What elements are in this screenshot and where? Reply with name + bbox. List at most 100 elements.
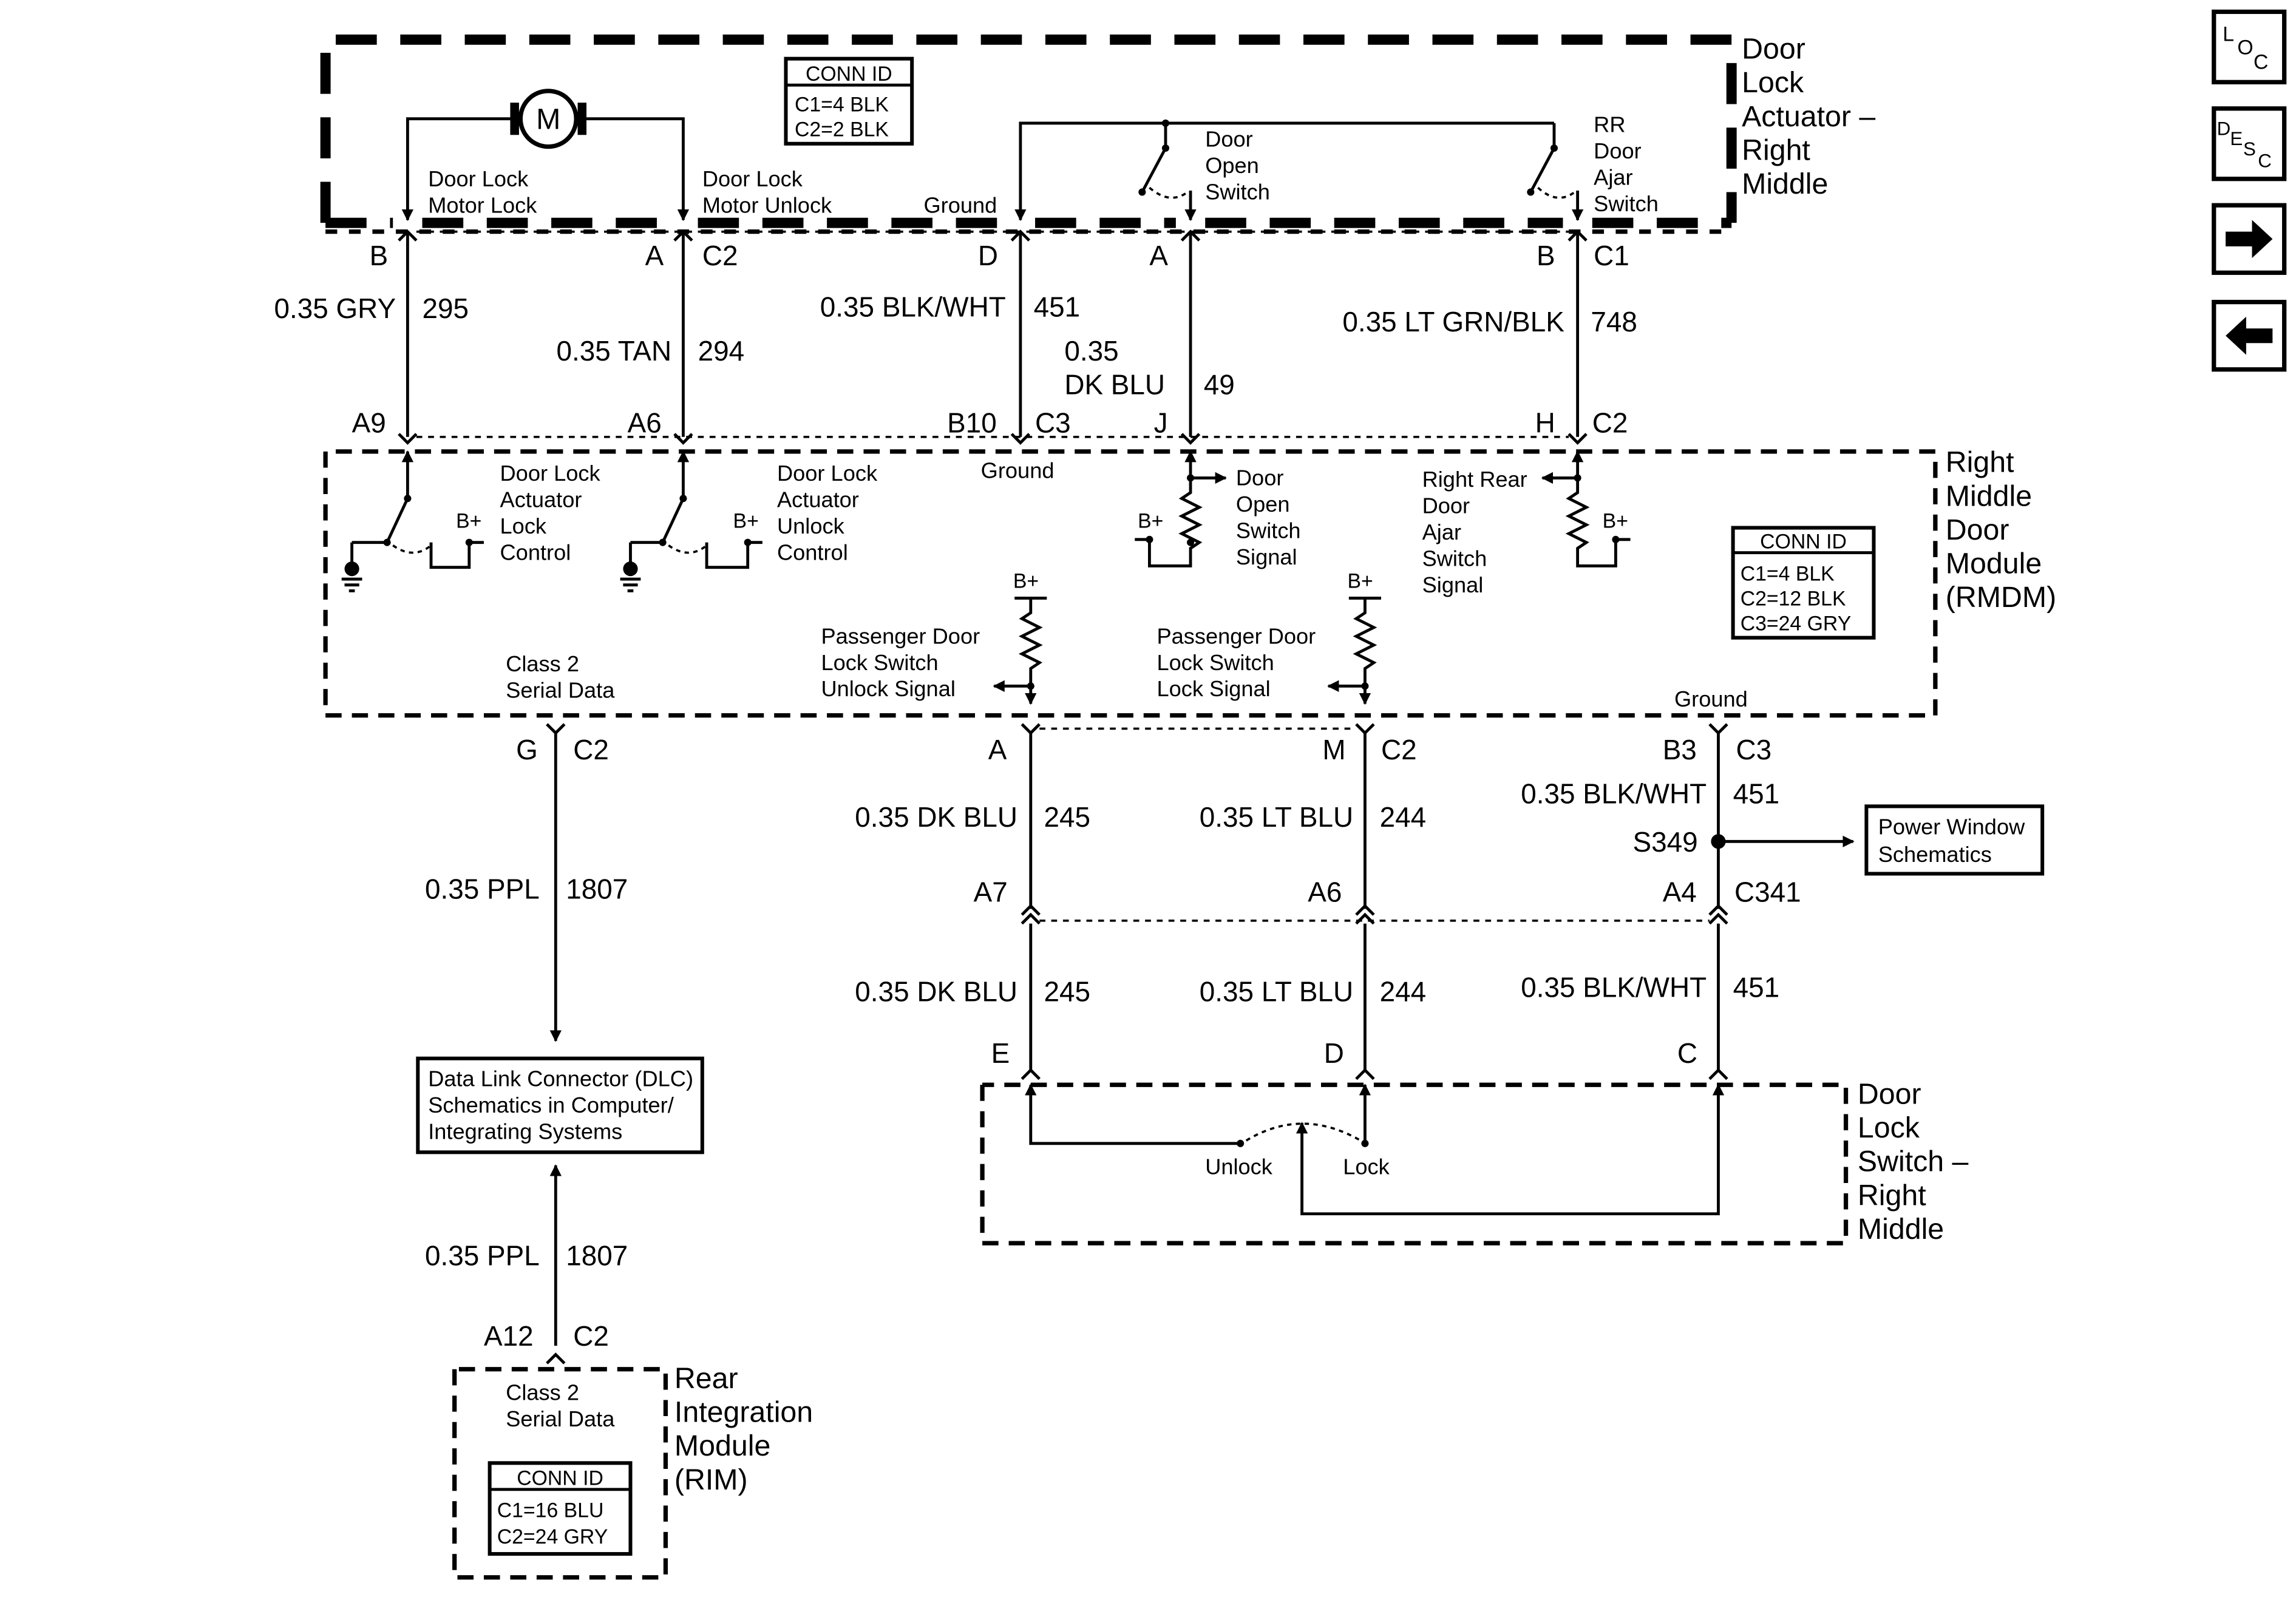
svg-text:O: O [2237,36,2253,59]
svg-text:Passenger Door Lock Sw: Passenger Door Lock Switch Lock Signal [1156,623,1322,701]
svg-text:C2=24 GRY: C2=24 GRY [497,1525,608,1548]
svg-text:A12: A12 [484,1320,534,1352]
svg-text:294: 294 [698,335,745,367]
svg-text:Right Rear Door: Right Rear Door Ajar Switch Signal [1422,467,1533,597]
svg-text:D: D [978,240,998,271]
rr-door-ajar-switch-label: RR Door Ajar Switch [1594,112,1659,215]
svg-text:S349: S349 [1633,826,1698,858]
svg-text:S: S [2243,138,2256,160]
lock-switch-title: Door Lock Switch – Right Middle [1858,1078,1977,1246]
rmdm-class2-label: Class 2 Serial Data [506,651,615,702]
svg-text:451: 451 [1733,778,1780,810]
svg-text:B3: B3 [1663,734,1697,765]
svg-text:L: L [2223,23,2234,46]
svg-text:A6: A6 [628,407,662,439]
svg-text:B: B [370,240,389,271]
svg-text:Lock: Lock [1343,1154,1390,1179]
loc-button[interactable]: L O C [2212,9,2287,84]
svg-text:E: E [2230,128,2243,149]
door-lock-switch: Unlock Lock Door Lock Switch – Right Mid… [980,1078,1977,1246]
svg-text:A: A [988,734,1007,765]
right-arrow-icon [2226,220,2273,259]
svg-text:C: C [2258,150,2272,171]
svg-text:C2=12 BLK: C2=12 BLK [1741,588,1846,611]
actuator-title: Door Lock Actuator – Right Middle [1742,33,1884,200]
svg-text:1807: 1807 [566,873,628,905]
svg-text:0.35 PPL: 0.35 PPL [425,873,540,905]
ajar-signal: B+ Right Rear Door Ajar Switch Signal [1422,450,1631,597]
svg-text:0.35 BLK/WHT: 0.35 BLK/WHT [820,291,1006,323]
svg-text:C2: C2 [1592,407,1628,439]
svg-text:J: J [1154,407,1168,439]
right-middle-door-module: Right Middle Door Module (RMDM) CONN ID … [323,446,2056,765]
svg-text:1807: 1807 [566,1239,628,1271]
rear-integration-module: Class 2 Serial Data CONN ID C1=16 BLU C2… [452,1362,813,1580]
motor-lock-label: Door Lock Motor Lock [428,166,537,217]
door-open-switch-label: Door Open Switch [1205,127,1270,205]
back-button[interactable] [2212,299,2287,372]
svg-text:M: M [1322,734,1345,765]
svg-text:0.35 BLK/WHT: 0.35 BLK/WHT [1521,778,1707,810]
dlc-box[interactable]: Data Link Connector (DLC) Schematics in … [416,1056,704,1154]
svg-text:CONN ID: CONN ID [806,63,892,86]
svg-text:A9: A9 [352,407,386,439]
rmdm-title: Right Middle Door Module (RMDM) [1946,446,2056,614]
svg-text:D: D [1324,1037,1344,1069]
svg-text:Unlock: Unlock [1205,1154,1273,1179]
svg-text:0.35 DK BLU: 0.35 DK BLU [855,976,1017,1008]
motor-icon: M [510,89,587,149]
svg-text:Door Lock Actuator: Door Lock Actuator Lock Control [500,461,606,564]
svg-text:451: 451 [1034,291,1081,323]
svg-text:C3: C3 [1035,407,1071,439]
svg-text:C3: C3 [1736,734,1771,765]
svg-text:451: 451 [1733,971,1780,1003]
unlock-signal: B+ Passenger Door Lock Switch Unlock Sig… [821,570,1047,705]
forward-button[interactable] [2212,203,2287,275]
svg-text:C2: C2 [573,734,609,765]
svg-text:A7: A7 [974,876,1008,907]
svg-text:0.35 TAN: 0.35 TAN [557,335,672,367]
svg-text:M: M [536,103,560,136]
rmdm-bottom-pins: G C2 A M C2 B3 C3 [516,734,1771,765]
svg-text:Data Link Connector (DLC): Data Link Connector (DLC) Schematics in … [428,1066,699,1144]
svg-text:B+: B+ [1347,570,1373,593]
svg-text:C341: C341 [1734,876,1801,907]
svg-text:A4: A4 [1663,876,1697,907]
svg-text:C2=2 BLK: C2=2 BLK [795,118,889,141]
left-arrow-icon [2226,316,2273,355]
svg-text:C1=4 BLK: C1=4 BLK [1741,562,1835,585]
svg-text:C2: C2 [573,1320,609,1352]
wires-rmdm-down: 0.35 PPL 1807 0.35 DK BLU 245 0.35 LT BL… [425,723,2045,1080]
power-window-schematics-box[interactable]: Power Window Schematics [1864,804,2045,876]
lock-switch-pins: E D C [991,1037,1697,1069]
svg-text:0.35 LT BLU: 0.35 LT BLU [1200,801,1353,833]
svg-text:Class 2 Serial Data: Class 2 Serial Data [506,1380,615,1431]
lock-control-switch: B+ Door Lock Actuator Lock Control [341,452,606,592]
svg-text:Door Open Swit: Door Open Switch Signal [1236,465,1307,569]
svg-text:244: 244 [1380,801,1427,833]
svg-text:CONN ID: CONN ID [1760,530,1847,553]
svg-text:Power Window Schematic: Power Window Schematics [1878,814,2031,867]
svg-text:245: 245 [1044,976,1091,1008]
door-lock-actuator: Door Lock Actuator – Right Middle CONN I… [320,33,1884,271]
svg-text:C3=24 GRY: C3=24 GRY [1741,612,1852,636]
svg-text:A6: A6 [1308,876,1342,907]
svg-text:C2: C2 [702,240,738,271]
svg-text:B+: B+ [456,510,481,533]
svg-text:49: 49 [1204,369,1235,401]
svg-text:0.35 LT GRN/BLK: 0.35 LT GRN/BLK [1342,306,1564,337]
motor-unlock-label: Door Lock Motor Unlock [702,166,832,217]
svg-text:0.35 PPL: 0.35 PPL [425,1239,540,1271]
svg-text:Ground: Ground [1674,686,1748,711]
svg-text:H: H [1535,407,1555,439]
svg-text:DK BLU: DK BLU [1064,369,1165,401]
lock-signal: B+ Passenger Door Lock Switch Lock Signa… [1156,570,1381,705]
door-open-signal: B+ Door Open Switch Signal [1135,450,1307,569]
svg-text:D: D [2217,118,2231,139]
svg-text:245: 245 [1044,801,1091,833]
desc-button[interactable]: D E S C [2212,106,2287,181]
svg-text:C2: C2 [1381,734,1417,765]
svg-text:G: G [516,734,538,765]
svg-text:B+: B+ [1138,510,1163,533]
